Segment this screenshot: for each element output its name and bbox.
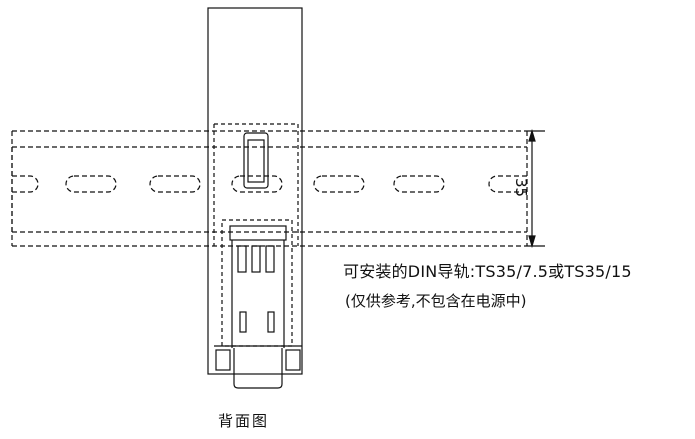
upper-hook [213, 123, 299, 246]
din-rail [11, 130, 528, 247]
rail-slot-1 [65, 175, 117, 193]
rail-height-dimension [527, 128, 545, 249]
din-rail-compatibility-text: 可安装的DIN导轨:TS35/7.5或TS35/15 [343, 262, 632, 281]
rail-height-label: 35 [512, 178, 530, 198]
rail-slot-5 [393, 175, 445, 193]
rail-slot-4 [313, 175, 365, 193]
reference-only-note: (仅供参考,不包含在电源中) [345, 292, 527, 310]
din-clip [214, 219, 302, 389]
rail-slot-2 [149, 175, 201, 193]
view-caption: 背面图 [218, 412, 270, 430]
module-body [207, 7, 303, 375]
rail-slot-3 [231, 175, 283, 193]
